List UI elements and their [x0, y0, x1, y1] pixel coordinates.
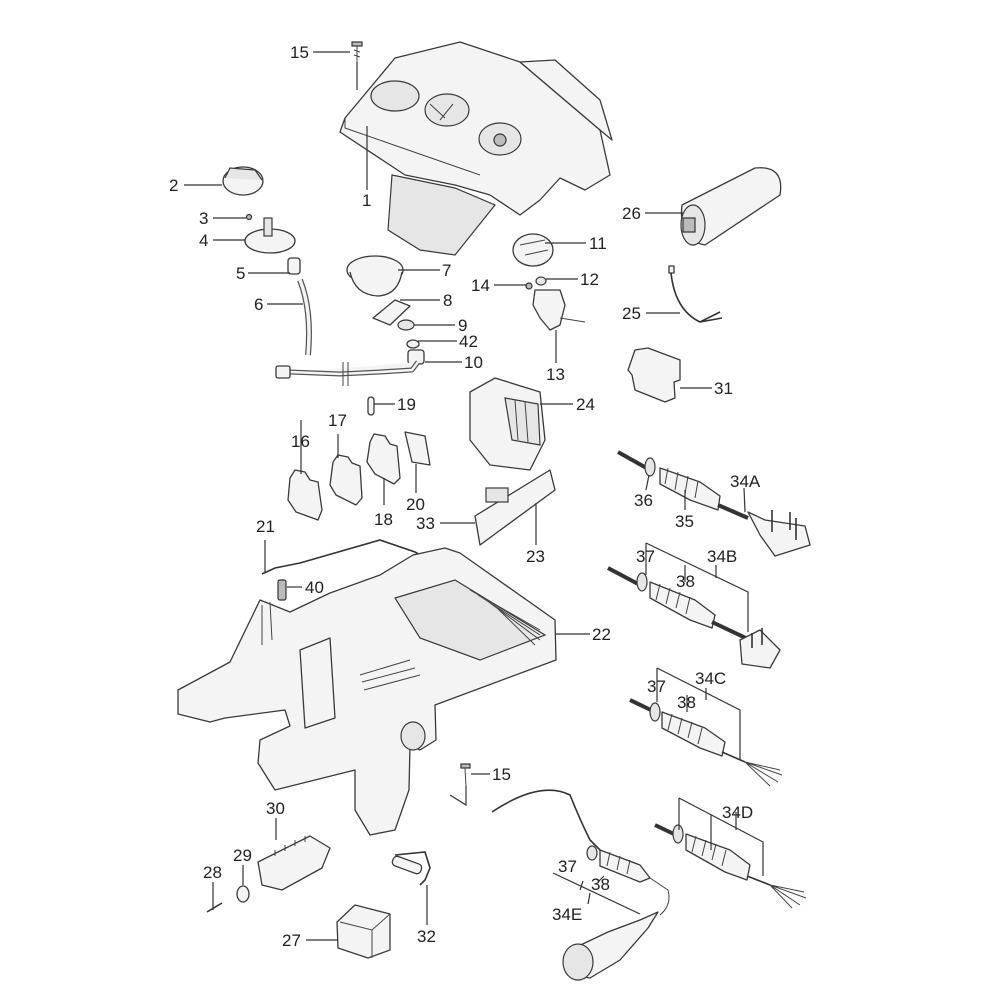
label-34d: 34D: [722, 803, 753, 822]
part-15-screw-bottom: [449, 763, 471, 807]
label-17: 17: [328, 411, 347, 430]
part-9-ring: [397, 319, 415, 331]
label-6: 6: [254, 295, 263, 314]
part-30-terminal-strip: [257, 835, 331, 891]
part-17-terminal: [329, 454, 363, 506]
part-19-pin: [367, 396, 375, 416]
label-28: 28: [203, 863, 222, 882]
label-35: 35: [675, 512, 694, 531]
label-38-b: 38: [676, 572, 695, 591]
label-3: 3: [199, 209, 208, 228]
part-26-capacitor: [680, 167, 782, 246]
label-13: 13: [546, 365, 565, 384]
label-34b: 34B: [707, 547, 737, 566]
label-37-e: 37: [558, 857, 577, 876]
part-22-base-frame: [177, 547, 557, 836]
label-36: 36: [634, 491, 653, 510]
part-29-bushing: [236, 885, 250, 903]
label-27: 27: [282, 931, 301, 950]
label-11: 11: [589, 234, 607, 253]
label-1: 1: [362, 191, 371, 210]
part-24-contactor: [469, 377, 546, 471]
part-8-gasket: [372, 299, 411, 326]
label-10: 10: [464, 353, 483, 372]
label-12: 12: [580, 270, 599, 289]
label-38-c: 38: [677, 693, 696, 712]
label-14: 14: [471, 276, 490, 295]
label-31: 31: [714, 379, 733, 398]
label-7: 7: [442, 261, 451, 280]
cable-34e: [491, 789, 670, 981]
label-26: 26: [622, 204, 641, 223]
part-15-screw-top: [351, 41, 363, 90]
part-20-plate: [404, 431, 431, 466]
label-16: 16: [291, 432, 310, 451]
label-8: 8: [443, 291, 452, 310]
part-2-knob: [222, 166, 264, 196]
label-40: 40: [305, 578, 324, 597]
label-4: 4: [199, 231, 208, 250]
label-33: 33: [416, 514, 435, 533]
part-32-filter: [391, 851, 431, 886]
label-2: 2: [169, 176, 178, 195]
label-38-e: 38: [591, 875, 610, 894]
part-13-valve: [532, 289, 586, 331]
leader-lines: [184, 51, 764, 941]
label-29: 29: [233, 846, 252, 865]
label-34c: 34C: [695, 669, 726, 688]
part-23-pcb: [474, 469, 556, 546]
part-27-relay: [336, 904, 391, 959]
label-5: 5: [236, 264, 245, 283]
label-15-bottom: 15: [492, 765, 511, 784]
part-12-ring: [535, 276, 547, 286]
label-9: 9: [458, 316, 467, 335]
part-10-pipe: [275, 349, 425, 386]
part-5-sleeve: [287, 257, 301, 275]
part-1-top-cover: [339, 41, 613, 256]
part-14-screw: [525, 282, 533, 290]
part-18-terminal: [366, 433, 401, 485]
label-19: 19: [397, 395, 416, 414]
label-42: 42: [459, 332, 478, 351]
label-22: 22: [592, 625, 611, 644]
cable-34a: [617, 450, 811, 557]
label-34a: 34A: [730, 472, 761, 491]
label-34e: 34E: [552, 905, 582, 924]
label-23: 23: [526, 547, 545, 566]
label-24: 24: [576, 395, 595, 414]
part-25-wire: [668, 265, 723, 323]
part-28-screw: [206, 902, 223, 913]
label-15-top: 15: [290, 43, 309, 62]
cable-34d: [654, 823, 807, 909]
part-11-knob: [512, 233, 554, 267]
label-25: 25: [622, 304, 641, 323]
part-42-oring: [406, 339, 420, 349]
label-20: 20: [406, 495, 425, 514]
label-30: 30: [266, 799, 285, 818]
label-32: 32: [417, 927, 436, 946]
label-21: 21: [256, 517, 275, 536]
cable-34c: [629, 698, 783, 787]
part-16-terminal: [287, 469, 323, 521]
part-31-bracket: [627, 347, 681, 403]
label-37-c: 37: [647, 677, 666, 696]
label-37-b: 37: [636, 547, 655, 566]
label-18: 18: [374, 510, 393, 529]
part-4-thermostat: [244, 213, 296, 254]
cable-34b: [607, 566, 781, 669]
part-40-spring: [277, 579, 287, 601]
part-labels: 15 1 2 3 4 5 6 7 8 9 42 10 11 12 14 13 2…: [169, 43, 761, 950]
part-7-bowl: [346, 255, 404, 297]
